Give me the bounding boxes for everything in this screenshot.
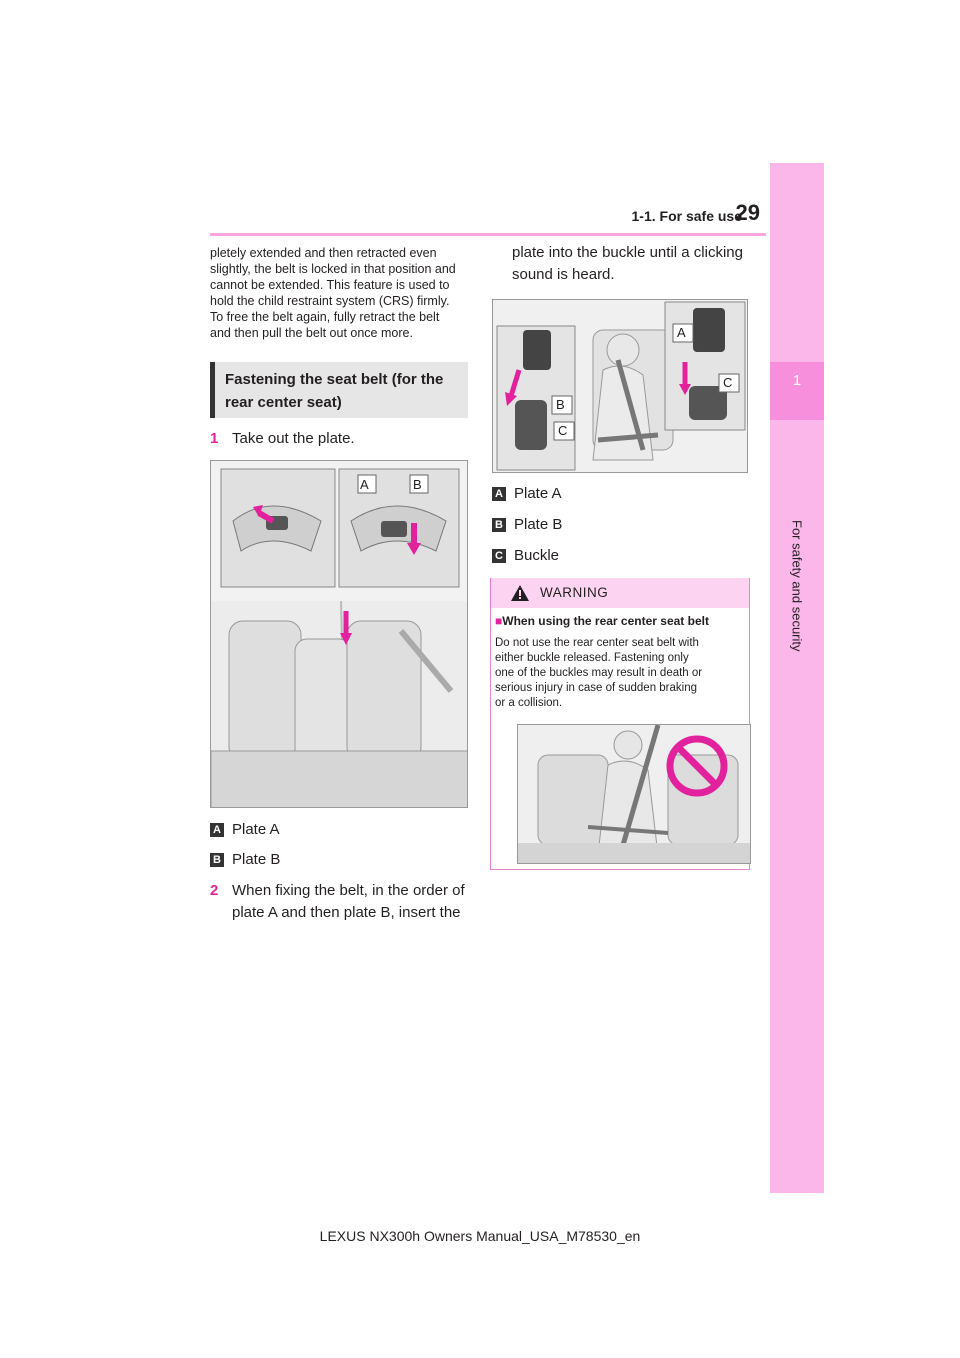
footer: LEXUS NX300h Owners Manual_USA_M78530_en xyxy=(319,1228,641,1244)
buckle-illustration xyxy=(493,300,747,472)
legend-key-b: B xyxy=(492,518,506,532)
warning-title: WARNING xyxy=(540,585,609,600)
heading-line: rear center seat) xyxy=(225,394,342,411)
intro-line: cannot be extended. This feature is used… xyxy=(210,278,450,292)
legend-key-a: A xyxy=(492,487,506,501)
chapter-title-vertical: For safety and security xyxy=(768,520,826,680)
warning-subtitle: ■When using the rear center seat belt xyxy=(495,614,709,628)
step-2: 2 When fixing the belt, in the order of p… xyxy=(210,880,480,924)
figure-label-c: C xyxy=(558,423,568,438)
section-heading: Fastening the seat belt (for the rear ce… xyxy=(210,362,468,418)
warning-title-bar xyxy=(491,578,749,608)
intro-line: slightly, the belt is locked in that pos… xyxy=(210,262,456,276)
chapter-number-tab xyxy=(770,362,824,420)
figure-insert-plate: B C A C xyxy=(492,299,748,473)
step-number: 1 xyxy=(210,430,219,447)
legend-text: Plate B xyxy=(232,851,281,868)
chapter-number: 1 xyxy=(792,372,802,389)
warning-triangle-icon xyxy=(511,585,529,601)
intro-line: To free the belt again, fully retract th… xyxy=(210,310,440,324)
chapter-side-tab xyxy=(770,163,824,1193)
legend-key-b: B xyxy=(210,853,224,867)
step-text: When fixing the belt, in the order of xyxy=(232,882,465,899)
legend-text: Plate A xyxy=(232,821,280,838)
legend-key-c: C xyxy=(492,549,506,563)
warning-line: Do not use the rear center seat belt wit… xyxy=(495,637,699,649)
figure-label-b: B xyxy=(556,397,565,412)
warning-line: either buckle released. Fastening only xyxy=(495,652,689,664)
legend-key-a: A xyxy=(210,823,224,837)
bullet-square-icon: ■ xyxy=(495,614,503,628)
step-number: 2 xyxy=(210,882,219,899)
warning-line: or a collision. xyxy=(495,697,563,709)
figure-take-out-plate: A B xyxy=(210,460,468,808)
intro-line: hold the child restraint system (CRS) fi… xyxy=(210,294,450,308)
step-text: Take out the plate. xyxy=(232,430,355,447)
figure-label-a: A xyxy=(677,325,686,340)
figure-label-b: B xyxy=(413,477,422,492)
intro-paragraph: pletely extended and then retracted even… xyxy=(210,245,472,341)
step-1: 1 Take out the plate. xyxy=(210,428,355,450)
intro-line: and then pull the belt out once more. xyxy=(210,326,413,340)
warning-line: serious injury in case of sudden braking xyxy=(495,682,698,694)
step-text: plate A and then plate B, insert the xyxy=(232,904,461,921)
step-text: plate into the buckle until a clicking xyxy=(512,244,743,261)
figure-label-a: A xyxy=(360,477,369,492)
prohibited-icon xyxy=(666,735,728,797)
warning-body: Do not use the rear center seat belt wit… xyxy=(495,636,745,711)
intro-line: pletely extended and then retracted even xyxy=(210,246,437,260)
warning-subtitle-text: When using the rear center seat belt xyxy=(502,614,709,628)
warning-line: one of the buckles may result in death o… xyxy=(495,667,703,679)
figure-label-c: C xyxy=(723,375,733,390)
legend-text: Buckle xyxy=(514,547,560,564)
heading-line: Fastening the seat belt (for the xyxy=(225,371,444,388)
header-rule xyxy=(210,233,766,236)
section-title: 1-1. For safe use xyxy=(631,208,743,224)
incorrect-belt-illustration xyxy=(518,725,750,863)
legend-text: Plate A xyxy=(514,485,562,502)
rear-seat-illustration xyxy=(211,461,467,807)
figure-warning xyxy=(517,724,751,864)
page-number: 29 xyxy=(735,200,760,225)
step-2-continued: plate into the buckle until a clicking s… xyxy=(512,242,762,286)
step-text: sound is heard. xyxy=(512,266,615,283)
chapter-title: For safety and security xyxy=(789,520,805,652)
legend-text: Plate B xyxy=(514,516,563,533)
